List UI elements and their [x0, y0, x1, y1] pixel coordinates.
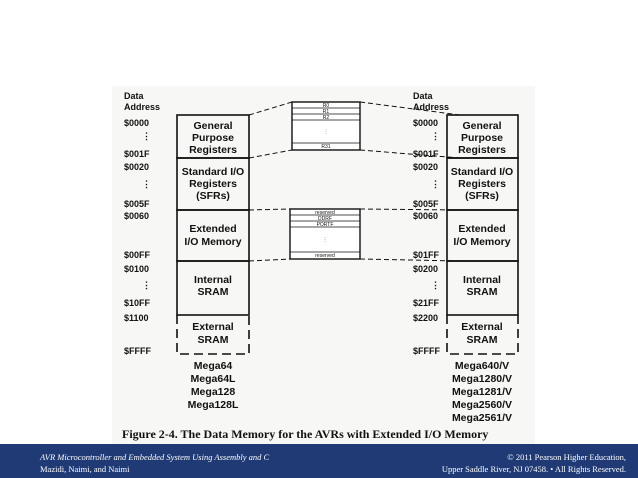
- right-device-5: Mega2561/V: [452, 412, 512, 424]
- footer-book-title: AVR Microcontroller and Embedded System …: [40, 452, 270, 462]
- right-external-sram-line1: External: [461, 321, 503, 333]
- left-addr-0020: $0020: [124, 162, 149, 172]
- slide-footer: AVR Microcontroller and Embedded System …: [0, 444, 638, 478]
- left-device-list: Mega64 Mega64L Mega128 Mega128L: [188, 360, 239, 411]
- right-addr-0060: $0060: [413, 211, 438, 221]
- right-address-labels: $0000 ⋮ $001F $0020 ⋮ $005F $0060 $01FF …: [413, 118, 440, 356]
- right-sfr-line1: Standard I/O: [451, 166, 513, 178]
- ext-io-portf: PORTF: [317, 222, 334, 228]
- footer-copyright: © 2011 Pearson Higher Education,: [507, 452, 626, 462]
- right-device-2: Mega1280/V: [452, 373, 512, 385]
- left-header-data: Data: [124, 91, 145, 101]
- right-sfr-line3: (SFRs): [465, 190, 499, 202]
- right-internal-sram-line1: Internal: [463, 274, 501, 286]
- left-addr-1100: $1100: [124, 313, 149, 323]
- register-ellipsis: ⋮: [324, 129, 329, 135]
- left-addr-0000: $0000: [124, 118, 149, 128]
- right-addr-ellipsis-3: ⋮: [431, 280, 440, 290]
- left-device-2: Mega64L: [191, 373, 237, 385]
- left-gpr-line3: Registers: [189, 144, 237, 156]
- ext-io-detail: reserved DDRF PORTF ⋮ reserved: [289, 208, 361, 260]
- register-r31: R31: [321, 144, 330, 150]
- right-addr-ellipsis-1: ⋮: [431, 131, 440, 141]
- right-internal-sram-box: [446, 260, 519, 316]
- left-external-sram-line1: External: [192, 321, 234, 333]
- dashed-connectors: [248, 101, 461, 262]
- right-device-3: Mega1281/V: [452, 386, 512, 398]
- left-memory-column: General Purpose Registers Standard I/O R…: [176, 114, 250, 355]
- left-addr-FFFF: $FFFF: [124, 346, 151, 356]
- left-internal-sram-line2: SRAM: [198, 286, 229, 298]
- footer-address: Upper Saddle River, NJ 07458. • All Righ…: [441, 463, 626, 474]
- ext-io-detail-box: [289, 208, 361, 260]
- left-addr-005F: $005F: [124, 199, 150, 209]
- right-addr-FFFF: $FFFF: [413, 346, 440, 356]
- left-gpr-line1: General: [193, 120, 232, 132]
- ext-io-reserved-top: reserved: [315, 210, 335, 216]
- left-gpr-line2: Purpose: [192, 132, 234, 144]
- left-sfr-line1: Standard I/O: [182, 166, 244, 178]
- right-gpr-line3: Registers: [458, 144, 506, 156]
- right-device-4: Mega2560/V: [452, 399, 512, 411]
- left-internal-sram-box: [176, 260, 250, 316]
- right-gpr-line1: General: [462, 120, 501, 132]
- register-file-detail: R0 R1 R2 ⋮ R31: [291, 101, 361, 151]
- left-addr-0060: $0060: [124, 211, 149, 221]
- register-r2: R2: [323, 115, 330, 121]
- right-header-data: Data: [413, 91, 434, 101]
- right-memory-column: General Purpose Registers Standard I/O R…: [446, 114, 519, 355]
- left-device-1: Mega64: [194, 360, 233, 372]
- right-addr-0200: $0200: [413, 264, 438, 274]
- left-sfr-line3: (SFRs): [196, 190, 230, 202]
- left-ext-io-line2: I/O Memory: [184, 236, 241, 248]
- footer-left: AVR Microcontroller and Embedded System …: [40, 452, 269, 475]
- footer-authors: Mazidi, Naimi, and Naimi: [40, 463, 130, 474]
- right-device-1: Mega640/V: [455, 360, 509, 372]
- data-memory-figure: Data Address General Purpose Registers S…: [112, 86, 535, 444]
- left-addr-ellipsis-1: ⋮: [142, 131, 151, 141]
- left-internal-sram-line1: Internal: [194, 274, 232, 286]
- figure-svg: Data Address General Purpose Registers S…: [112, 86, 535, 444]
- right-addr-005F: $005F: [413, 199, 439, 209]
- register-file-box: [291, 101, 361, 151]
- ext-io-reserved-bottom: reserved: [315, 253, 335, 259]
- left-addr-00FF: $00FF: [124, 250, 151, 260]
- right-sfr-line2: Registers: [458, 178, 506, 190]
- left-device-4: Mega128L: [188, 399, 239, 411]
- left-addr-001F: $001F: [124, 149, 150, 159]
- left-header-address: Address: [124, 102, 160, 112]
- right-internal-sram-line2: SRAM: [467, 286, 498, 298]
- left-address-labels: $0000 ⋮ $001F $0020 ⋮ $005F $0060 $00FF …: [124, 118, 151, 356]
- left-addr-0100: $0100: [124, 264, 149, 274]
- right-external-sram-line2: SRAM: [467, 334, 498, 346]
- left-external-sram-line2: SRAM: [198, 334, 229, 346]
- left-addr-ellipsis-2: ⋮: [142, 179, 151, 189]
- right-addr-0000: $0000: [413, 118, 438, 128]
- footer-right: © 2011 Pearson Higher Education, Upper S…: [442, 452, 626, 475]
- left-addr-ellipsis-3: ⋮: [142, 280, 151, 290]
- right-gpr-line2: Purpose: [461, 132, 503, 144]
- right-addr-0020: $0020: [413, 162, 438, 172]
- left-device-3: Mega128: [191, 386, 236, 398]
- right-external-sram-box: [446, 315, 519, 355]
- figure-caption: Figure 2-4. The Data Memory for the AVRs…: [122, 427, 488, 441]
- right-header-address: Address: [413, 102, 449, 112]
- right-device-list: Mega640/V Mega1280/V Mega1281/V Mega2560…: [452, 360, 512, 424]
- left-sfr-line2: Registers: [189, 178, 237, 190]
- right-ext-io-line2: I/O Memory: [453, 236, 510, 248]
- right-addr-2200: $2200: [413, 313, 438, 323]
- left-addr-10FF: $10FF: [124, 298, 151, 308]
- right-addr-21FF: $21FF: [413, 298, 440, 308]
- left-external-sram-box: [176, 315, 250, 355]
- ext-io-ddrf: DDRF: [318, 216, 332, 222]
- register-r0: R0: [323, 103, 330, 109]
- right-ext-io-line1: Extended: [458, 223, 505, 235]
- right-addr-ellipsis-2: ⋮: [431, 179, 440, 189]
- right-addr-01FF: $01FF: [413, 250, 440, 260]
- right-addr-001F: $001F: [413, 149, 439, 159]
- ext-io-ellipsis: ⋮: [323, 237, 328, 243]
- register-r1: R1: [323, 109, 330, 115]
- left-ext-io-line1: Extended: [189, 223, 236, 235]
